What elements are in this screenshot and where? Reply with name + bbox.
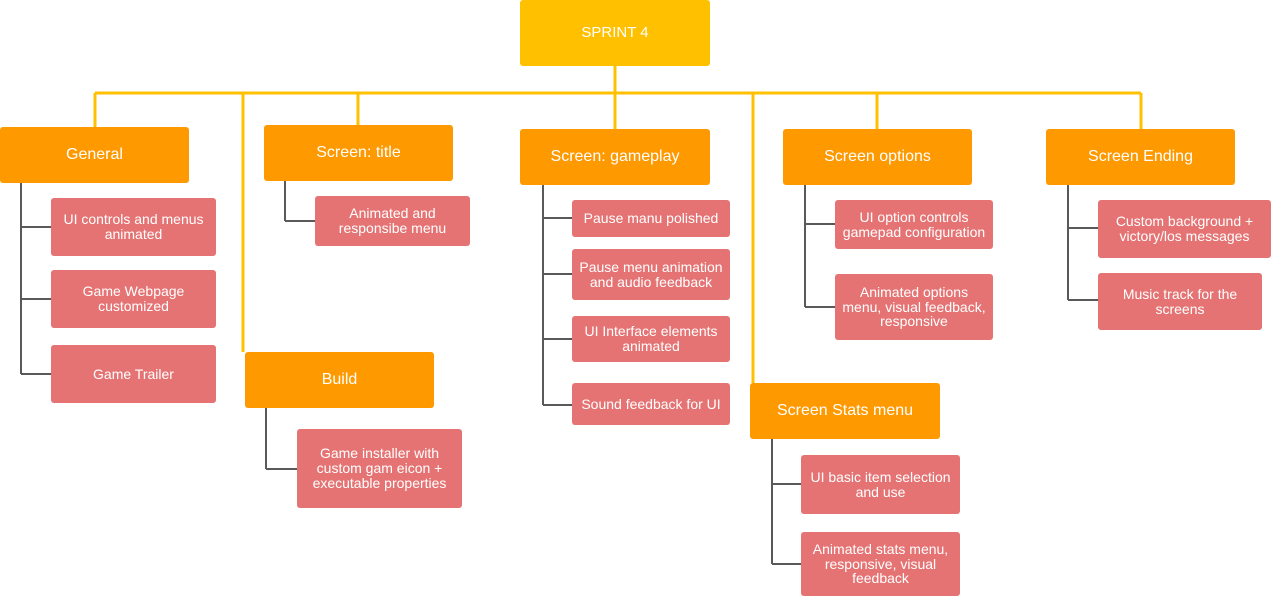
category-screen-title: Screen: title: [264, 125, 453, 181]
task-gameplay-pause-polished: Pause manu polished: [572, 200, 730, 237]
task-general-webpage: Game Webpage customized: [51, 270, 216, 328]
task-options-controls: UI option controls gamepad configuration: [835, 200, 993, 249]
task-general-trailer: Game Trailer: [51, 345, 216, 403]
category-screen-gameplay: Screen: gameplay: [520, 129, 710, 185]
task-gameplay-ui-elements: UI Interface elements animated: [572, 316, 730, 362]
category-screen-options: Screen options: [783, 129, 972, 185]
task-gameplay-pause-animation: Pause menu animation and audio feedback: [572, 249, 730, 300]
task-stats-animated-menu: Animated stats menu, responsive, visual …: [801, 532, 960, 596]
task-options-animated-menu: Animated options menu, visual feedback, …: [835, 274, 993, 340]
category-screen-ending: Screen Ending: [1046, 129, 1235, 185]
task-gameplay-sound-feedback: Sound feedback for UI: [572, 383, 730, 425]
category-screen-stats: Screen Stats menu: [750, 383, 940, 439]
category-build: Build: [245, 352, 434, 408]
task-ending-music-track: Music track for the screens: [1098, 273, 1262, 330]
task-title-animated-menu: Animated and responsibe menu: [315, 196, 470, 246]
task-general-ui-controls: UI controls and menus animated: [51, 198, 216, 256]
root-node: SPRINT 4: [520, 0, 710, 66]
task-build-installer: Game installer with custom gam eicon + e…: [297, 429, 462, 508]
task-stats-item-selection: UI basic item selection and use: [801, 455, 960, 514]
task-ending-custom-background: Custom background + victory/los messages: [1098, 200, 1271, 258]
category-general: General: [0, 127, 189, 183]
